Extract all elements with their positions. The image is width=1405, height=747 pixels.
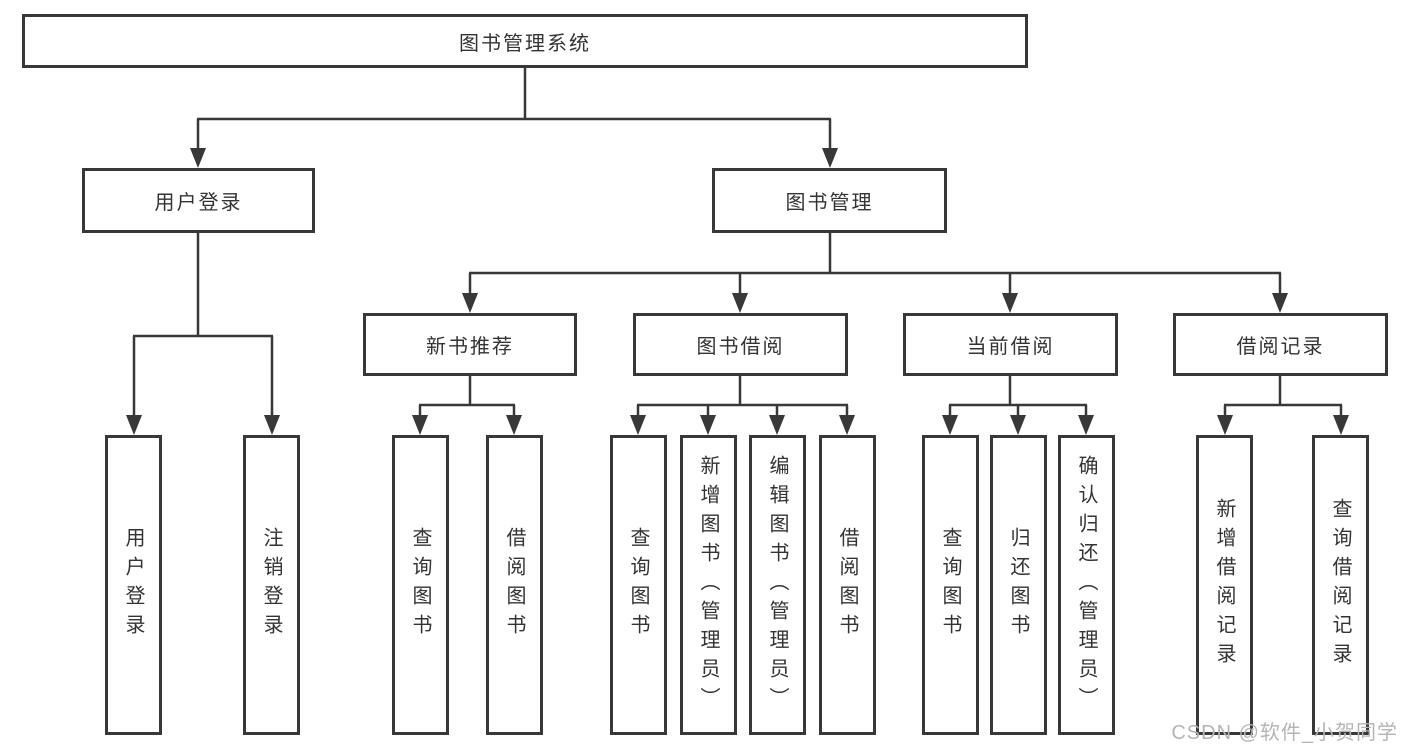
leaf-add-borrow-record: 新增借阅记录 [1196,435,1253,735]
node-book-management: 图书管理 [712,168,947,233]
node-root: 图书管理系统 [22,14,1028,68]
node-book-borrowing: 图书借阅 [633,313,848,376]
leaf-logout: 注销登录 [243,435,300,735]
leaf-return-books: 归还图书 [990,435,1047,735]
csdn-watermark: CSDN @软件_小贺同学 [1171,722,1398,744]
leaf-label: 借阅图书 [503,527,525,643]
leaf-user-login: 用户登录 [105,435,162,735]
leaf-borrow-books-borrowing: 借阅图书 [819,435,876,735]
leaf-label: 编辑图书（管理员） [766,454,788,716]
leaf-label: 借阅图书 [836,527,858,643]
leaf-borrow-books-recommend: 借阅图书 [486,435,543,735]
leaf-query-books-borrowing: 查询图书 [610,435,667,735]
leaf-label: 查询借阅记录 [1329,498,1351,672]
leaf-label: 查询图书 [939,527,961,643]
leaf-add-books-admin: 新增图书（管理员） [680,435,737,735]
leaf-query-books-current: 查询图书 [922,435,979,735]
leaf-label: 查询图书 [409,527,431,643]
node-user-login: 用户登录 [82,168,315,233]
leaf-label: 新增借阅记录 [1213,498,1235,672]
leaf-label: 注销登录 [260,527,282,643]
node-borrowing-records: 借阅记录 [1173,313,1388,376]
leaf-query-books-recommend: 查询图书 [392,435,449,735]
leaf-edit-books-admin: 编辑图书（管理员） [749,435,806,735]
leaf-label: 查询图书 [627,527,649,643]
leaf-query-borrow-record: 查询借阅记录 [1312,435,1369,735]
node-current-borrowing: 当前借阅 [903,313,1118,376]
leaf-label: 用户登录 [122,527,144,643]
leaf-label: 确认归还（管理员） [1075,454,1097,716]
leaf-label: 归还图书 [1007,527,1029,643]
leaf-confirm-return-admin: 确认归还（管理员） [1058,435,1115,735]
node-new-book-recommendation: 新书推荐 [363,313,577,376]
leaf-label: 新增图书（管理员） [697,454,719,716]
